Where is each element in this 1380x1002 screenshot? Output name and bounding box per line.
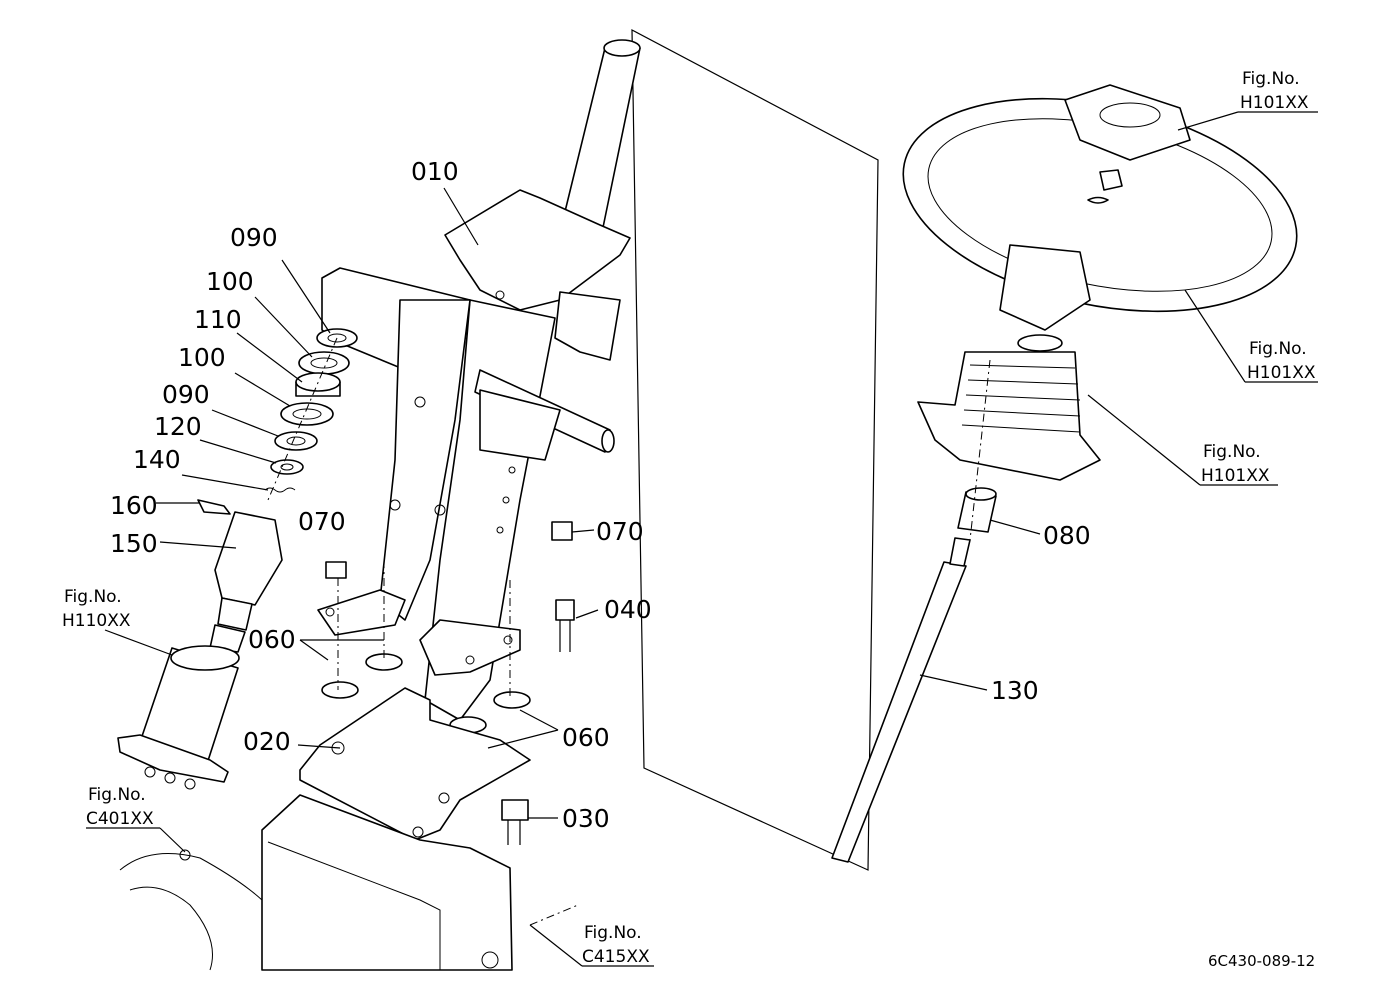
part-label-120: 120	[154, 412, 202, 441]
fig-ref-h101-low: H101XX	[1201, 466, 1270, 486]
part-label-020: 020	[243, 727, 291, 756]
fig-label-h101-mid: Fig.No.	[1249, 339, 1307, 359]
part-label-040: 040	[604, 595, 652, 624]
fig-label-h110: Fig.No.	[64, 587, 122, 607]
assembly-frame	[631, 28, 879, 871]
fig-label-h101-low: Fig.No.	[1203, 442, 1261, 462]
part-label-070-right: 070	[596, 517, 644, 546]
fig-ref-h101-mid: H101XX	[1247, 363, 1316, 383]
drawing-code: 6C430-089-12	[1208, 952, 1315, 970]
fig-ref-c401: C401XX	[86, 809, 154, 829]
part-label-080: 080	[1043, 521, 1091, 550]
part-label-150: 150	[110, 529, 158, 558]
mounting-plate-drawing	[299, 687, 531, 841]
fig-ref-c415: C415XX	[582, 947, 650, 967]
part-label-010: 010	[411, 157, 459, 186]
part-label-100-top: 100	[206, 267, 254, 296]
shaft-drawing	[831, 359, 997, 863]
part-label-160: 160	[110, 491, 158, 520]
steering-boot-drawing	[917, 334, 1101, 481]
part-label-090-top: 090	[230, 223, 278, 252]
leader-lines	[86, 111, 1318, 967]
steering-wheel-drawing	[902, 84, 1298, 331]
steering-unit-drawing	[117, 645, 240, 790]
part-label-090-mid: 090	[162, 380, 210, 409]
fig-ref-h110: H110XX	[62, 611, 131, 631]
part-label-070-left: 070	[298, 507, 346, 536]
fig-label-c415: Fig.No.	[584, 923, 642, 943]
tractor-frame-drawing	[119, 794, 513, 971]
steering-column-drawing	[317, 39, 641, 721]
fig-label-h101-top: Fig.No.	[1242, 69, 1300, 89]
part-label-060-right: 060	[562, 723, 610, 752]
fig-ref-h101-top: H101XX	[1240, 93, 1309, 113]
part-label-140: 140	[133, 445, 181, 474]
part-label-030: 030	[562, 804, 610, 833]
universal-joint-drawing	[197, 499, 283, 653]
part-label-060-left: 060	[248, 625, 296, 654]
part-label-100-mid: 100	[178, 343, 226, 372]
bearing-stack-drawing	[264, 328, 358, 501]
part-label-110: 110	[194, 305, 242, 334]
fig-label-c401: Fig.No.	[88, 785, 146, 805]
mounting-hardware-drawing	[321, 521, 575, 845]
part-label-130: 130	[991, 676, 1039, 705]
